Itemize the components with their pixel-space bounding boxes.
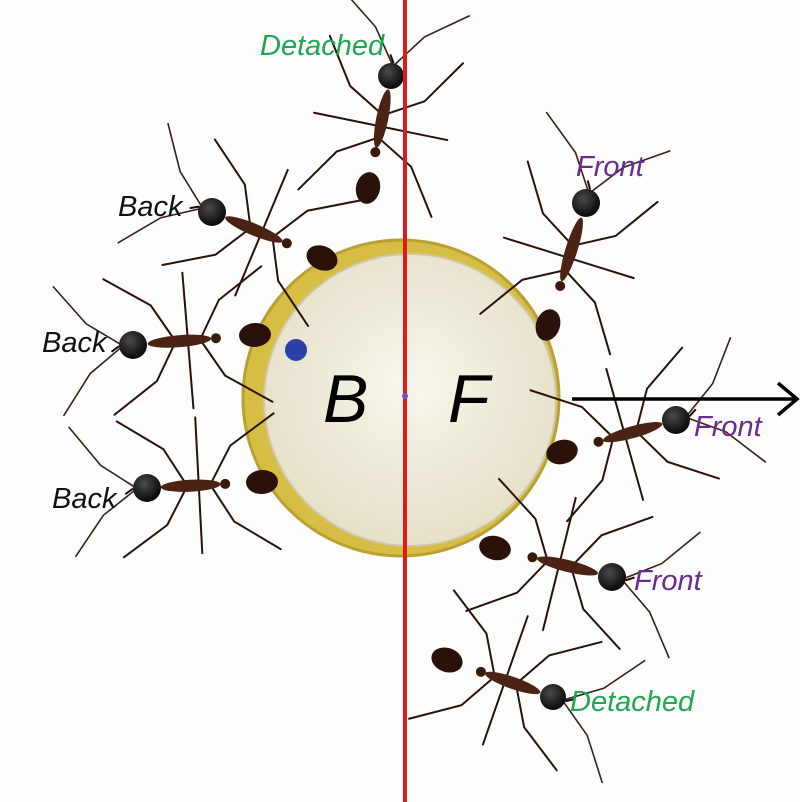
- ant-gaster: [479, 535, 511, 561]
- ant-antenna: [621, 531, 701, 581]
- ant-head: [378, 63, 404, 89]
- ant-thorax: [485, 671, 541, 695]
- ant-mandible: [688, 408, 697, 417]
- disk-letter-back: B: [323, 361, 369, 437]
- ant-antenna: [74, 487, 138, 558]
- label-back-middle: Back: [42, 327, 107, 359]
- ant-antenna: [62, 345, 124, 417]
- ant-waist: [555, 280, 566, 291]
- ant-detached-top: [297, 0, 471, 218]
- ant-waist: [475, 666, 486, 677]
- ant-gaster: [355, 172, 381, 204]
- ant-head: [598, 563, 626, 591]
- ant-gaster: [239, 322, 271, 348]
- ant-antenna: [545, 111, 590, 194]
- ant-waist: [593, 436, 604, 447]
- ant-front-middle: [529, 336, 767, 523]
- ant-mandible: [189, 205, 200, 210]
- ant-head: [133, 474, 161, 502]
- ant-legs: [161, 138, 362, 327]
- ant-waist: [220, 478, 231, 489]
- ant-thorax: [225, 216, 283, 243]
- disk-letter-front: F: [448, 361, 490, 437]
- ant-mandible: [586, 180, 592, 190]
- ant-thorax: [537, 556, 598, 576]
- label-detached-top: Detached: [260, 30, 385, 62]
- ants-group: [52, 0, 767, 784]
- ant-front-lower: [465, 477, 701, 659]
- label-back-upper: Back: [118, 191, 183, 223]
- ant-antenna: [117, 207, 203, 244]
- ant-waist: [210, 333, 221, 344]
- ant-antenna: [562, 659, 646, 702]
- ant-waist: [281, 238, 292, 249]
- ant-legs: [479, 160, 659, 356]
- label-front-upper: Front: [576, 151, 644, 183]
- ant-legs: [115, 412, 282, 559]
- label-back-lower: Back: [52, 483, 117, 515]
- label-detached-bottom: Detached: [570, 686, 695, 718]
- disk-face: [263, 253, 557, 547]
- ant-back-lower: [68, 412, 282, 559]
- ant-mandible: [110, 345, 120, 353]
- ant-gaster: [546, 439, 578, 465]
- ant-mandible: [124, 487, 134, 495]
- ant-antenna: [167, 122, 204, 209]
- ant-mandible: [625, 576, 635, 582]
- ant-gaster: [246, 469, 278, 495]
- ant-mandible: [565, 698, 575, 703]
- ant-gaster: [535, 309, 561, 341]
- ant-antenna: [588, 149, 671, 195]
- ant-head: [119, 331, 147, 359]
- ant-waist: [370, 147, 381, 158]
- ant-waist: [527, 552, 538, 563]
- ant-antenna: [561, 699, 604, 784]
- ant-legs: [465, 477, 654, 650]
- ant-antenna: [350, 0, 394, 67]
- ant-antenna: [68, 426, 138, 490]
- label-front-lower: Front: [634, 565, 702, 597]
- ant-front-upper: [479, 111, 671, 356]
- ant-head: [662, 406, 690, 434]
- ant-gaster: [306, 245, 338, 271]
- ant-head: [198, 198, 226, 226]
- ant-thorax: [373, 89, 391, 148]
- ant-legs: [297, 34, 465, 218]
- ant-head: [540, 684, 566, 710]
- ant-back-middle: [52, 265, 274, 417]
- ant-thorax: [602, 422, 663, 443]
- food-disk: [241, 238, 561, 558]
- ant-thorax: [560, 217, 583, 282]
- ant-back-upper: [117, 122, 362, 327]
- ant-legs: [408, 589, 603, 772]
- ant-gaster: [431, 647, 463, 673]
- ant-antenna: [621, 578, 670, 659]
- ant-antenna: [52, 285, 124, 347]
- label-front-middle: Front: [694, 411, 762, 443]
- ant-mandible: [389, 54, 395, 64]
- ant-detached-bottom: [408, 589, 646, 784]
- center-point: [402, 393, 408, 399]
- ant-antenna: [685, 336, 732, 418]
- ant-thorax: [147, 334, 212, 348]
- direction-arrow: [572, 381, 800, 417]
- ant-antenna: [685, 416, 767, 463]
- ant-thorax: [160, 479, 221, 492]
- ant-head: [572, 189, 600, 217]
- blue-marker-dot: [285, 339, 307, 361]
- ant-legs: [102, 265, 274, 416]
